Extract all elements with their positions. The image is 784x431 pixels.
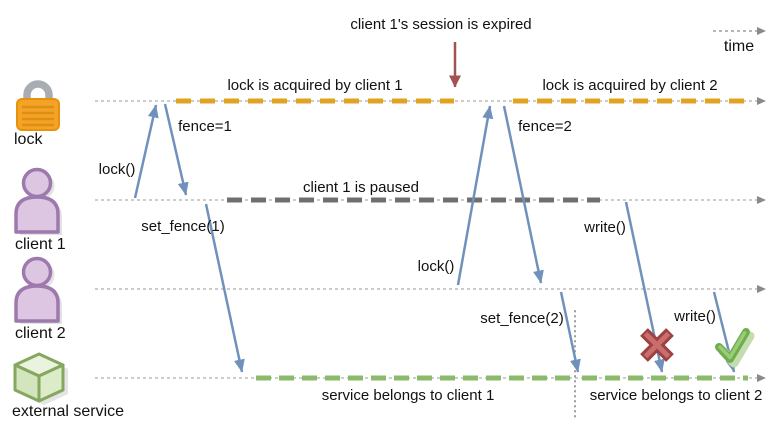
actor-label-client2: client 2 — [15, 325, 66, 343]
lock-call-2-arrow — [456, 105, 494, 286]
actor-label-client1: client 1 — [15, 236, 66, 254]
message-arrows — [133, 103, 737, 373]
person-icon — [14, 256, 62, 324]
label-client1-paused: client 1 is paused — [303, 178, 419, 196]
session-expired-annotation: client 1's session is expired — [350, 15, 532, 33]
label-lock-call-2: lock() — [417, 257, 455, 275]
label-set-fence-1: set_fence(1) — [141, 217, 225, 235]
rejected-x-icon — [640, 328, 674, 362]
label-fence-1: fence=1 — [178, 117, 232, 135]
lock-call-1-arrow — [133, 104, 159, 199]
label-lock-acquired-client2: lock is acquired by client 2 — [542, 76, 718, 94]
label-fence-2: fence=2 — [518, 117, 572, 135]
actor-label-external-service: external service — [12, 403, 125, 421]
label-write-ok: write() — [674, 307, 716, 325]
label-write-fail: write() — [584, 218, 626, 236]
padlock-icon — [16, 80, 60, 131]
set-fence-2-arrow — [559, 291, 581, 373]
fence-1-arrow — [163, 103, 189, 196]
label-service-belongs-client1: service belongs to client 1 — [321, 386, 495, 404]
accepted-check-icon — [715, 328, 755, 368]
cube-icon — [13, 352, 68, 405]
label-service-belongs-client2: service belongs to client 2 — [589, 386, 763, 404]
padlock-stripes — [22, 105, 54, 127]
label-set-fence-2: set_fence(2) — [480, 309, 564, 327]
time-axis-label: time — [723, 38, 755, 56]
fence-2-arrow — [502, 105, 544, 284]
padlock-shackle — [23, 80, 53, 104]
set-fence-1-arrow — [204, 203, 245, 373]
actor-label-lock: lock — [14, 131, 43, 149]
label-lock-acquired-client1: lock is acquired by client 1 — [227, 76, 403, 94]
label-lock-call-1: lock() — [98, 160, 136, 178]
person-icon — [14, 167, 62, 235]
